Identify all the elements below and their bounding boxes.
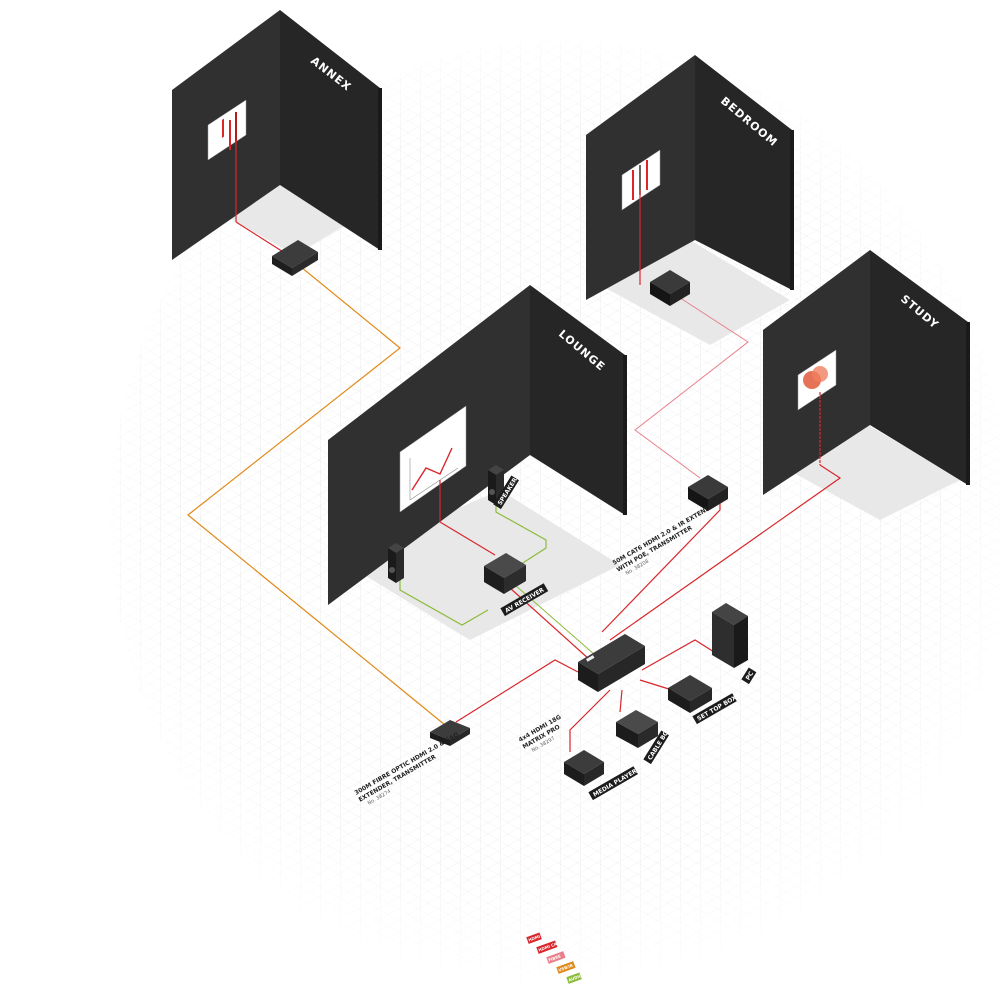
cable-audio-speaker-right (495, 500, 547, 569)
set-top-box-device (668, 675, 712, 713)
legend-item-audio: AUDIO (568, 973, 584, 983)
media-player-device (564, 750, 604, 786)
bedroom-receiver-device (650, 270, 690, 306)
cable-hdmi-fibre-matrix (455, 659, 579, 723)
legend-item-usb-ir: USB/IR (558, 963, 574, 973)
room-study: STUDY (763, 250, 970, 520)
annex-receiver-device (272, 240, 318, 276)
cable-hdmi-media-player (569, 689, 611, 752)
matrix-switch-device (578, 634, 645, 692)
cable-audio-speaker-left (399, 580, 489, 626)
fibre-transmitter-device (430, 720, 470, 746)
cable-hdmi-study (609, 464, 842, 641)
cat6-transmitter-device (688, 475, 728, 511)
cable-fibre-annex (187, 257, 446, 726)
av-receiver-device (484, 553, 526, 594)
pc-label: PC (745, 670, 756, 682)
pc-tower-device (712, 603, 748, 668)
legend-item-hdmi: HDMI (528, 934, 542, 943)
room-bedroom: BEDROOM (586, 55, 794, 345)
cable-box-device (616, 710, 658, 748)
cable-cat6-bedroom (634, 289, 749, 479)
cable-hdmi-set-top-box (639, 679, 673, 691)
cable-hdmi-cable-box (619, 689, 623, 713)
cables (187, 140, 842, 752)
legend-item-fibre: FIBRE (548, 953, 562, 962)
room-lounge: LOUNGE (328, 285, 627, 640)
speaker-left-device (388, 543, 404, 583)
speaker-right-device (488, 465, 504, 505)
